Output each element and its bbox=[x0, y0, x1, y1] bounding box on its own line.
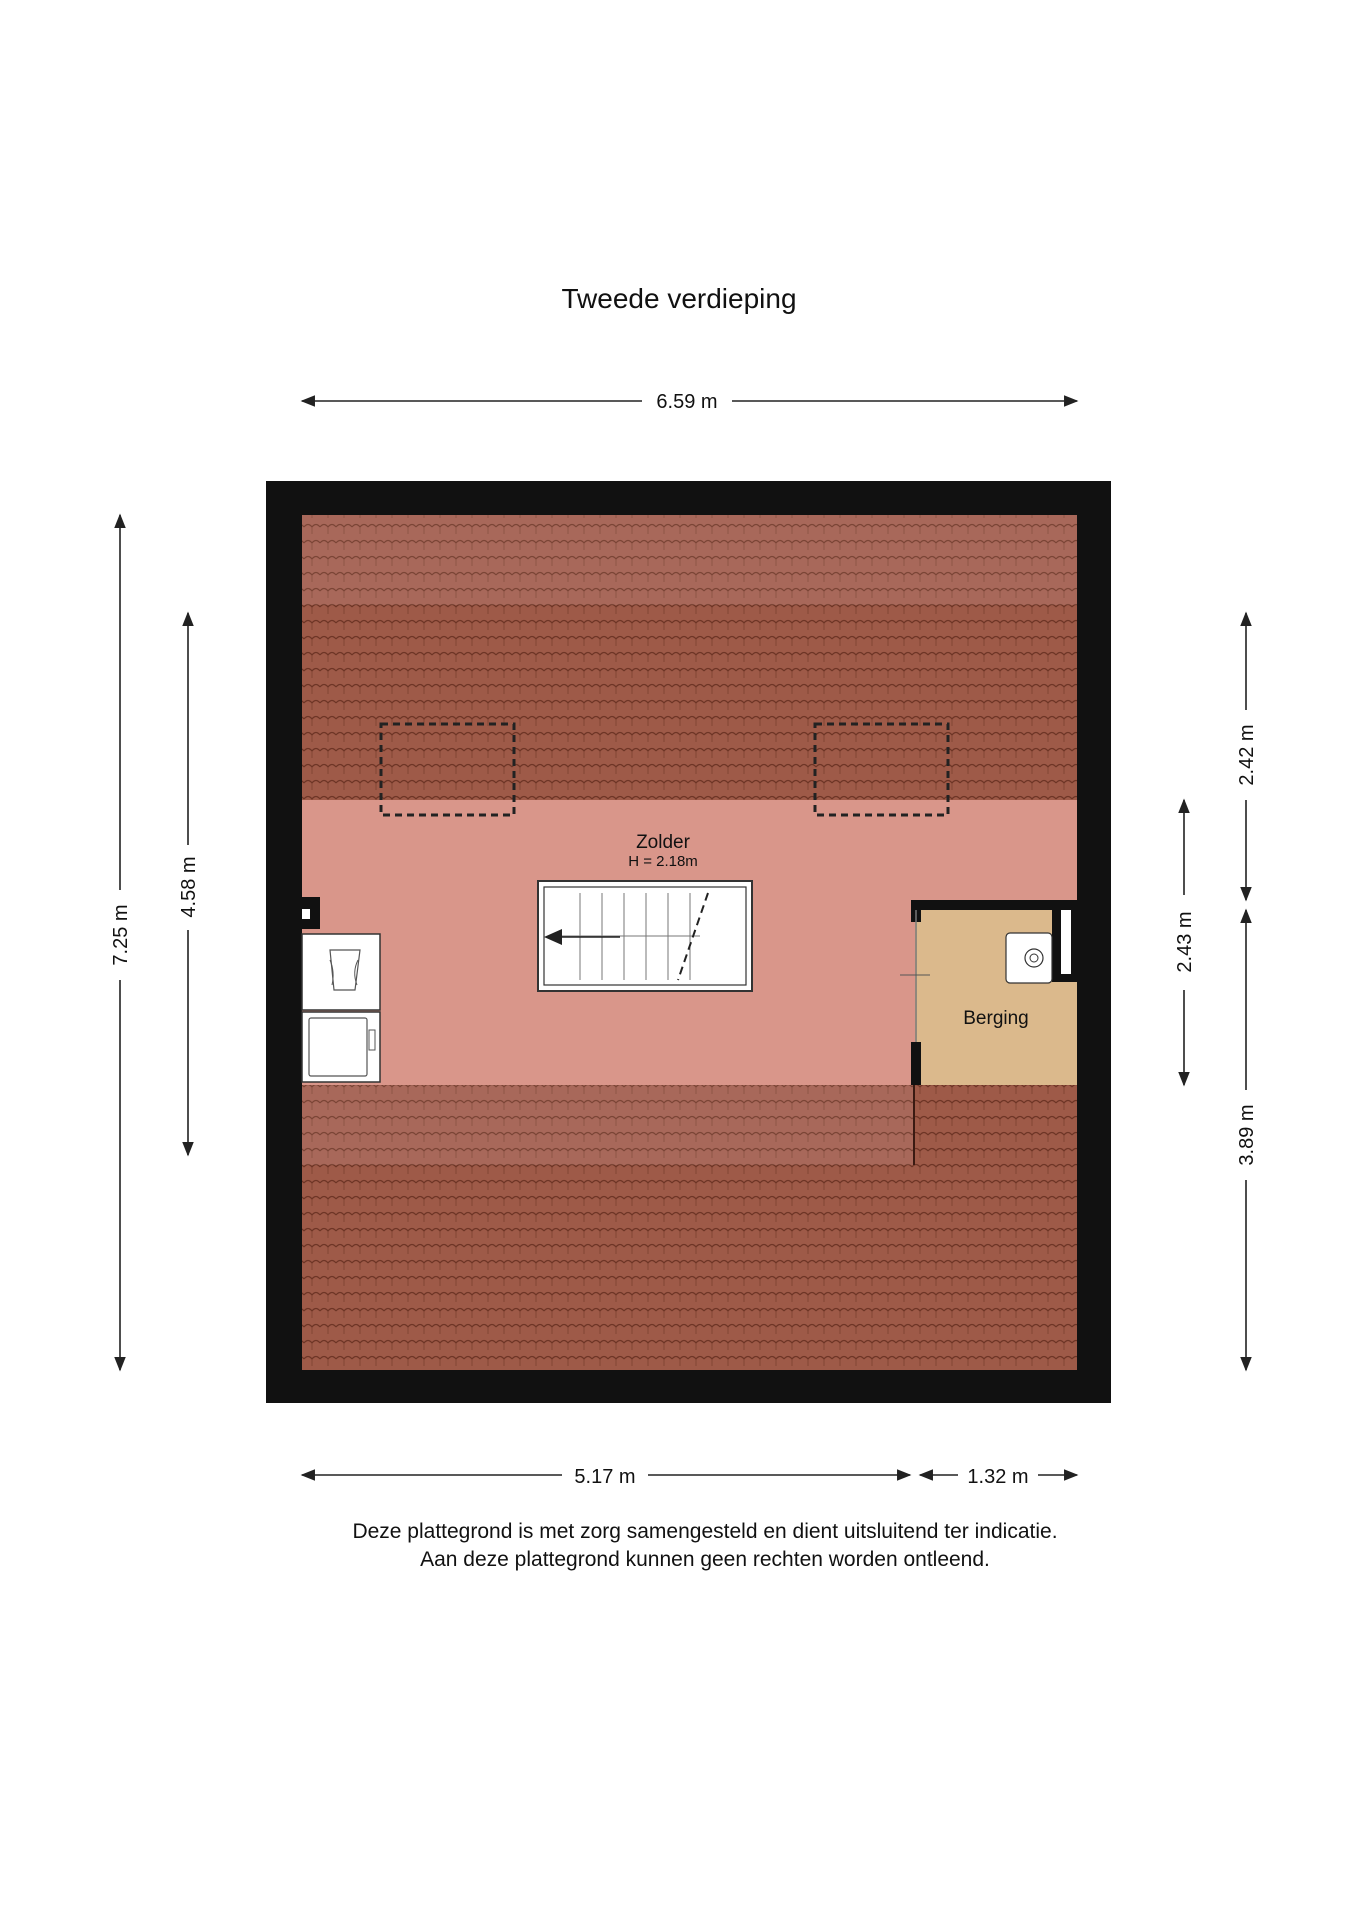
left-wall-notch bbox=[302, 897, 320, 929]
zolder-label: Zolder bbox=[636, 832, 691, 853]
dimension-top-width-label: 6.59 m bbox=[656, 391, 717, 413]
dormer-left bbox=[379, 722, 516, 817]
berging-wall-top bbox=[911, 900, 1077, 910]
dimension-right-middle-label: 2.43 m bbox=[1174, 911, 1196, 972]
roof-top-slope bbox=[302, 605, 1077, 800]
staircase bbox=[537, 880, 753, 992]
berging-wall-left-lower bbox=[911, 1042, 921, 1085]
disclaimer: Deze plattegrond is met zorg samengestel… bbox=[0, 1518, 1358, 1574]
dryer-appliance bbox=[301, 933, 381, 1011]
dimension-bottom-left-label: 5.17 m bbox=[574, 1466, 635, 1488]
zolder-height: H = 2.18m bbox=[628, 853, 698, 870]
left-wall-notch-inner bbox=[302, 909, 310, 919]
berging-label: Berging bbox=[963, 1008, 1029, 1029]
roof-bottom-strip bbox=[302, 1085, 914, 1165]
disclaimer-line-2: Aan deze plattegrond kunnen geen rechten… bbox=[420, 1548, 990, 1571]
dormer-right bbox=[813, 722, 950, 817]
boiler bbox=[1005, 932, 1053, 984]
disclaimer-line-1: Deze plattegrond is met zorg samengestel… bbox=[352, 1520, 1058, 1543]
dimension-left-outer-label: 7.25 m bbox=[110, 904, 132, 965]
roof-top-ridge bbox=[302, 515, 1077, 605]
dimension-left-inner-label: 4.58 m bbox=[178, 856, 200, 917]
dimension-bottom-right-label: 1.32 m bbox=[967, 1466, 1028, 1488]
dimension-right-lower-label: 3.89 m bbox=[1236, 1104, 1258, 1165]
washing-machine bbox=[301, 1011, 381, 1083]
page-title: Tweede verdieping bbox=[561, 283, 797, 314]
dimension-right-upper-label: 2.42 m bbox=[1236, 724, 1258, 785]
berging-stub-inner bbox=[1061, 910, 1071, 974]
